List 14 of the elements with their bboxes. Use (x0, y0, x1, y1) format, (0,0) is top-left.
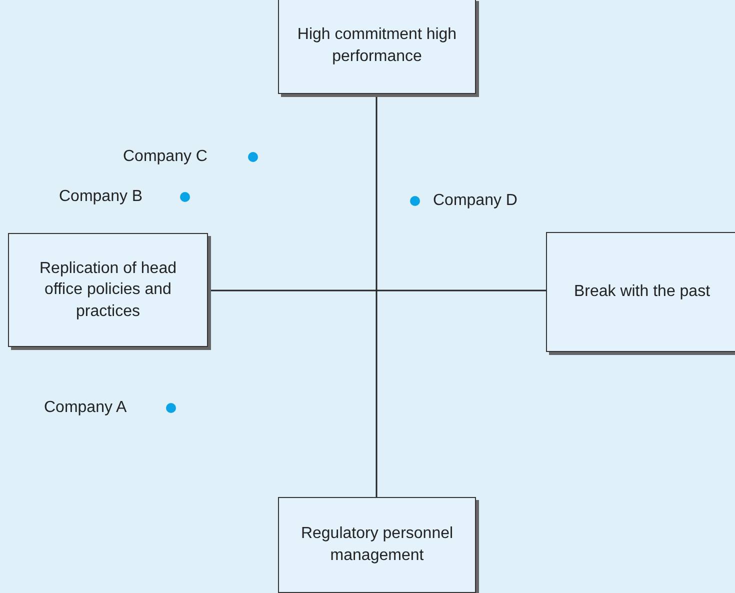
company-label: Company D (433, 192, 518, 210)
connector-line (208, 290, 546, 292)
category-box (8, 233, 208, 347)
box-text: Regulatory personnel management (300, 524, 454, 566)
company-label: Company A (44, 399, 127, 417)
category-box (278, 0, 476, 94)
box-text: High commitment high performance (296, 25, 458, 67)
company-label: Company C (123, 148, 208, 166)
category-box (278, 497, 476, 593)
box-text: Replication of head office policies and practices (38, 258, 178, 322)
category-box (546, 232, 735, 352)
connector-line (376, 94, 378, 497)
box-text: Break with the past (574, 282, 710, 302)
company-label: Company B (59, 188, 143, 206)
